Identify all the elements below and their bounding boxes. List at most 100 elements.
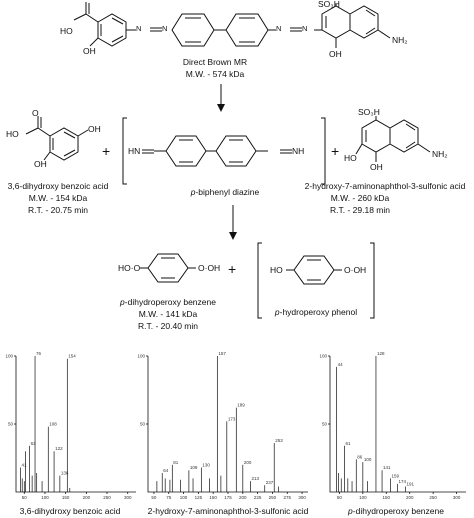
peak-label: 157: [218, 351, 226, 356]
group-nh2-naphthol: NH₂: [432, 149, 448, 159]
biphenyl-name: p-biphenyl diazine: [160, 188, 290, 197]
x-tick-label: 250: [269, 495, 277, 500]
naphthol-sulfonic-structure: [355, 116, 431, 162]
spectrum-caption-dhpb-rest: -dihydroperoxy benzene: [352, 506, 444, 516]
peak-label: 108: [49, 422, 57, 427]
group-o-dhba: O: [32, 108, 39, 118]
y-tick-label: 100: [5, 354, 13, 359]
x-tick-label: 250: [103, 495, 111, 500]
dhba-mw: M.W. - 154 kDa: [28, 193, 88, 203]
peak-label: 81: [173, 460, 179, 465]
direct-brown-mr-structure: [73, 2, 391, 48]
x-tick-label: 200: [83, 495, 91, 500]
group-ooh-hpp: O·OH: [344, 265, 367, 275]
peak-label: 76: [36, 351, 42, 356]
x-tick-label: 200: [406, 495, 414, 500]
parent-mw: M.W. - 574 kDa: [185, 69, 245, 79]
dhba-rt: R.T. - 20.75 min: [28, 205, 88, 215]
peak-label: 213: [252, 476, 260, 481]
group-so3h-naphthol: SO₃H: [358, 107, 380, 117]
x-tick-label: 100: [180, 495, 188, 500]
y-tick-label: 100: [319, 354, 327, 359]
dhba-name: 3,6-dihydroxy benzoic acid: [7, 181, 109, 191]
peak-label: 141: [383, 465, 391, 470]
dhpb-mw: M.W. - 141 kDa: [138, 309, 198, 319]
peak-label: 237: [266, 480, 274, 485]
peak-label: 128: [377, 351, 385, 356]
peak-label: 86: [357, 454, 363, 459]
x-tick-label: 200: [239, 495, 247, 500]
dhpb-name-prefix: p: [120, 297, 125, 307]
peak-label: 41: [22, 463, 28, 468]
spectrum-axes: [15, 356, 136, 493]
biphenyl-name-rest: -biphenyl diazine: [195, 187, 260, 197]
y-tick-label: 50: [8, 422, 14, 427]
x-tick-label: 175: [224, 495, 232, 500]
dhpb-name: p-dihydroperoxy benzene: [108, 298, 228, 307]
spectrum-axes: [329, 356, 466, 493]
plus-sign-3: +: [228, 261, 237, 277]
azo-n-3: N: [276, 24, 282, 33]
group-oh-dhba-ortho: OH: [34, 159, 47, 169]
spectrum-axes: [147, 356, 308, 493]
dhpb-rt: R.T. - 20.40 min: [138, 321, 198, 331]
group-oh-naphthol: OH: [370, 162, 383, 172]
peak-label: 191: [407, 482, 415, 487]
x-tick-label: 300: [124, 495, 132, 500]
peak-label: 109: [190, 465, 198, 470]
biphenyl-diazine-structure: [142, 135, 292, 167]
dhpb-name-rest: -dihydroperoxy benzene: [124, 297, 216, 307]
x-tick-label: 225: [254, 495, 262, 500]
peak-label: 136: [61, 471, 69, 476]
spectrum-caption-dhpb-prefix: p: [348, 506, 353, 516]
peak-label: 130: [202, 463, 210, 468]
group-oh-parent-ring: OH: [83, 46, 96, 56]
azo-n-4: N: [302, 24, 308, 33]
peak-label: 61: [346, 441, 352, 446]
x-tick-label: 275: [284, 495, 292, 500]
dhpb-structure: [140, 253, 196, 283]
x-tick-label: 250: [429, 495, 437, 500]
x-tick-label: 300: [453, 495, 461, 500]
azo-n-1: N: [136, 24, 142, 33]
naphthol-rt: R.T. - 29.18 min: [330, 205, 390, 215]
group-hn-biphenyl: HN: [128, 146, 141, 156]
x-tick-label: 75: [166, 495, 172, 500]
y-tick-label: 50: [140, 422, 146, 427]
peak-label: 159: [391, 473, 399, 478]
plus-sign-2: +: [331, 143, 340, 159]
naphthol-name: 2-hydroxy-7-aminonaphthol-3-sulfonic aci…: [304, 181, 466, 191]
group-so3h-parent: SO₃H: [318, 0, 340, 9]
group-oh-parent-naphthol: OH: [329, 49, 342, 59]
group-ho-naphthol: HO: [344, 153, 357, 163]
hpp-name: p-hydroperoxy phenol: [258, 308, 374, 317]
peak-label: 64: [163, 468, 169, 473]
hpp-name-rest: -hydroperoxy phenol: [279, 307, 358, 317]
x-tick-label: 50: [151, 495, 157, 500]
dhba-structure: [25, 116, 89, 161]
peak-label: 100: [364, 457, 372, 462]
bracket-pair-1: [122, 117, 326, 185]
peak-label: 200: [244, 460, 252, 465]
plus-sign-1: +: [102, 143, 111, 159]
peak-label: 189: [237, 403, 245, 408]
group-ho-hpp: HO: [270, 265, 283, 275]
x-tick-label: 100: [41, 495, 49, 500]
hpp-structure: [286, 255, 342, 285]
reaction-arrow-1: [217, 84, 225, 112]
peak-label: 122: [55, 446, 63, 451]
group-nh-biphenyl: NH: [292, 146, 305, 156]
x-tick-label: 150: [209, 495, 217, 500]
parent-name: Direct Brown MR: [182, 57, 248, 67]
x-tick-label: 150: [62, 495, 70, 500]
x-tick-label: 50: [22, 495, 28, 500]
peak-label: 173: [228, 416, 236, 421]
azo-n-2: N: [162, 24, 168, 33]
x-tick-label: 150: [383, 495, 391, 500]
peak-label: 44: [338, 362, 344, 367]
